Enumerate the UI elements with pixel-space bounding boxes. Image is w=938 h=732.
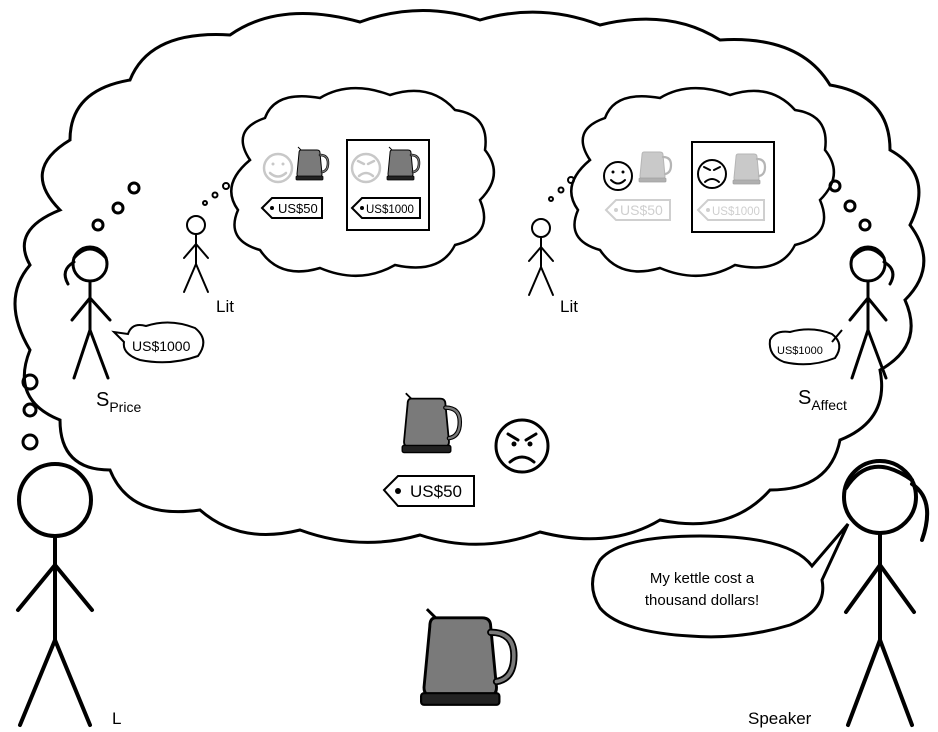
center-price-tag: US$50 xyxy=(382,475,475,507)
right-inner-selected-box: US$1000 xyxy=(691,141,775,233)
s-price-figure xyxy=(63,245,112,380)
listener-figure xyxy=(16,462,94,727)
thought-dots-s-price xyxy=(91,181,141,232)
left-inner-tag-low-text: US$50 xyxy=(278,201,318,216)
right-inner-tag-low: US$50 xyxy=(604,199,671,221)
speaker-speech-bubble: My kettle cost a thousand dollars! xyxy=(591,523,850,639)
left-inner-tag-high-text: US$1000 xyxy=(366,204,414,216)
right-inner-angry-face xyxy=(697,159,727,189)
lit-label-right: Lit xyxy=(560,297,578,316)
s-affect-label-sub: Affect xyxy=(811,397,847,413)
right-lit-thought-dots xyxy=(548,176,575,202)
speaker-speech-line-1: My kettle cost a xyxy=(650,570,755,587)
speaker-speech-line-2: thousand dollars! xyxy=(645,592,759,609)
s-price-label-sub: Price xyxy=(109,399,141,415)
lit-figure-right xyxy=(528,218,554,296)
left-inner-faint-angry xyxy=(350,152,382,184)
left-inner-tag-low: US$50 xyxy=(260,197,323,219)
right-inner-tag-low-text: US$50 xyxy=(620,202,663,218)
s-affect-label-base: S xyxy=(798,387,811,409)
s-affect-bubble-text: US$1000 xyxy=(777,345,823,357)
center-price-tag-text: US$50 xyxy=(410,482,462,501)
lit-label-left: Lit xyxy=(216,297,234,316)
s-affect-figure xyxy=(848,245,895,380)
left-lit-thought-dots xyxy=(202,182,230,206)
s-price-label: SPrice xyxy=(96,389,141,415)
right-inner-tag-high-text: US$1000 xyxy=(712,206,760,218)
big-thought-cloud xyxy=(13,9,926,546)
listener-thought-dots xyxy=(21,373,39,451)
right-inner-smiley xyxy=(603,161,633,191)
s-affect-speech-bubble: US$1000 xyxy=(768,328,843,366)
left-inner-faint-smiley xyxy=(262,152,294,184)
s-price-speech-bubble: US$1000 xyxy=(111,321,205,364)
center-angry-face-icon xyxy=(494,418,550,474)
speaker-figure xyxy=(842,459,930,727)
listener-label: L xyxy=(112,709,121,728)
lit-figure-left xyxy=(183,215,209,293)
right-inner-cloud xyxy=(570,86,835,278)
s-price-bubble-text: US$1000 xyxy=(132,338,191,354)
speaker-label: Speaker xyxy=(748,709,812,728)
thought-dots-s-affect xyxy=(828,179,872,232)
s-price-label-base: S xyxy=(96,389,109,411)
s-affect-label: SAffect xyxy=(798,387,847,413)
left-inner-selected-box: US$1000 xyxy=(346,139,430,231)
bottom-kettle-icon xyxy=(421,609,514,705)
